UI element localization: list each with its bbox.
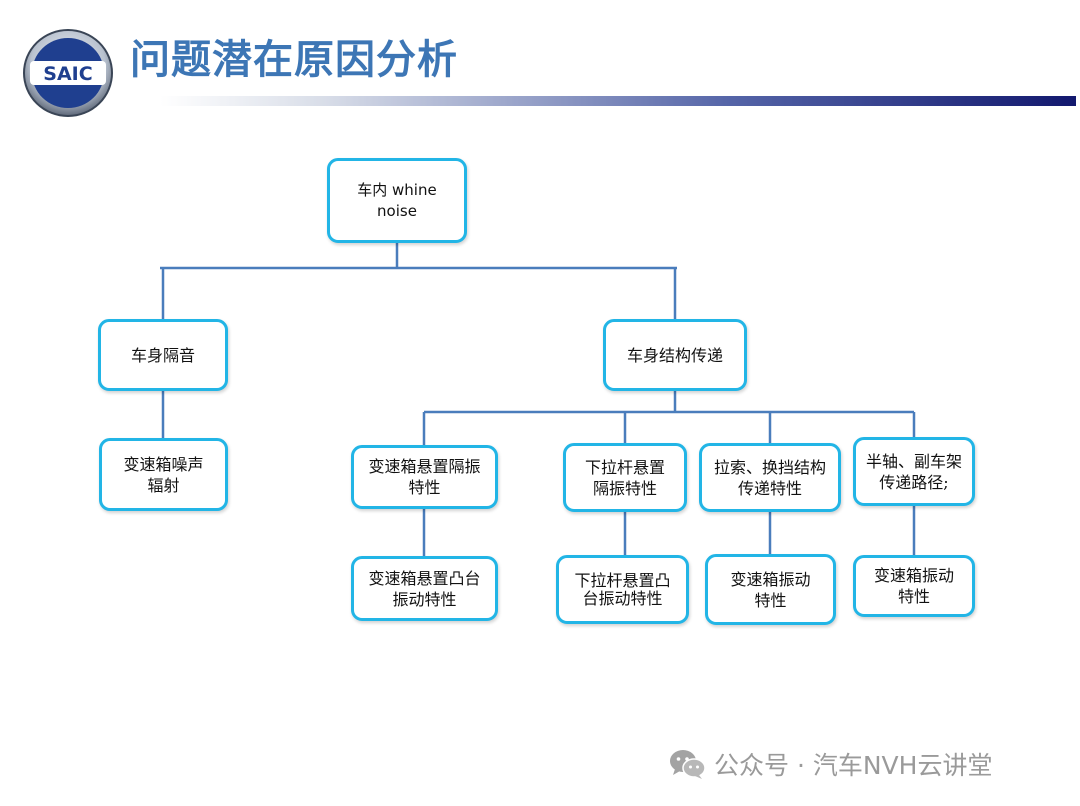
node-sub2: 下拉杆悬置隔振特性 xyxy=(563,443,687,512)
node-sub1-child: 变速箱悬置凸台振动特性 xyxy=(351,556,498,621)
page-title: 问题潜在原因分析 xyxy=(130,37,458,83)
node-root: 车内 whine noise xyxy=(327,158,467,243)
saic-logo: SAIC xyxy=(23,29,113,117)
svg-text:SAIC: SAIC xyxy=(43,63,92,85)
node-sub3: 拉索、换挡结构传递特性 xyxy=(699,443,841,512)
node-sub4-child: 变速箱振动特性 xyxy=(853,555,975,617)
watermark-text: 公众号 · 汽车NVH云讲堂 xyxy=(714,751,993,780)
node-sub3-child: 变速箱振动特性 xyxy=(705,554,836,625)
wechat-icon xyxy=(670,750,706,779)
node-branch-right: 车身结构传递 xyxy=(603,319,747,391)
node-sub1: 变速箱悬置隔振特性 xyxy=(351,445,498,509)
node-sub2-child: 下拉杆悬置凸台振动特性 xyxy=(556,555,689,624)
watermark: 公众号 · 汽车NVH云讲堂 xyxy=(668,744,992,784)
title-underline-bar xyxy=(160,96,1076,106)
node-branch-left-child: 变速箱噪声辐射 xyxy=(99,438,228,511)
node-sub4: 半轴、副车架传递路径; xyxy=(853,437,975,506)
node-branch-left: 车身隔音 xyxy=(98,319,228,391)
